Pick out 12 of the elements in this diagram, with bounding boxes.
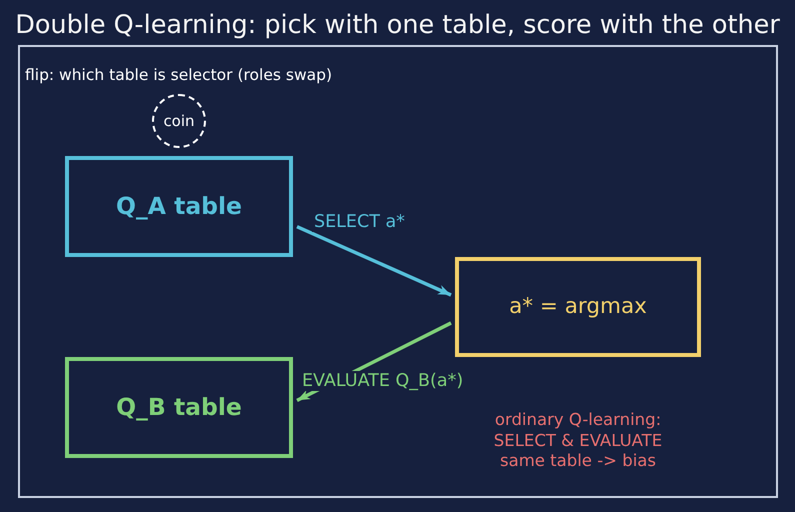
note-text: ordinary Q-learning: SELECT & EVALUATE same table -> bias <box>492 410 664 472</box>
node-label: Q_A table <box>116 190 242 222</box>
diagram-title: Double Q-learning: pick with one table, score with the other <box>15 9 780 41</box>
caption-text: flip: which table is selector (roles swap) <box>25 65 332 85</box>
table-box <box>65 357 293 458</box>
node-label: coin <box>163 110 195 132</box>
table-box <box>65 156 293 257</box>
arrow <box>296 225 452 297</box>
node-label: Q_B table <box>116 392 242 423</box>
edge-label: SELECT a* <box>312 212 407 232</box>
node-label: a* = argmax <box>509 292 647 321</box>
result-box <box>455 257 701 357</box>
